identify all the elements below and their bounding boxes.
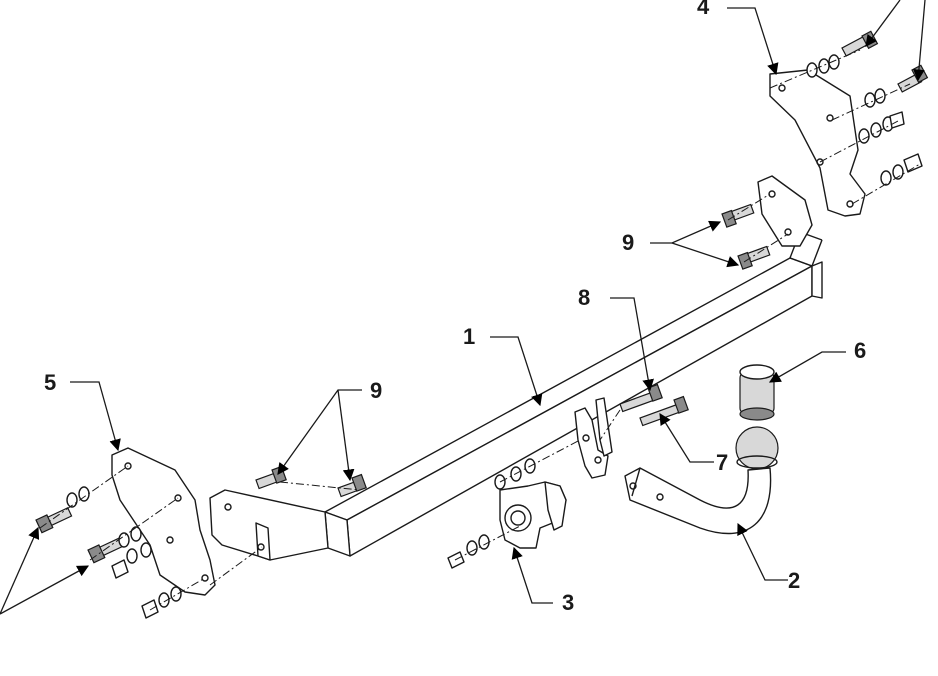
callout-3: 3 [562,590,574,615]
bolt-left-1 [35,507,73,534]
bolt-9-right-upper [721,203,755,228]
left-bracket-part-5 [111,447,216,596]
callout-6: 6 [854,338,866,363]
callout-labels: 1 2 3 4 5 6 7 8 9 9 [44,0,866,615]
fasteners [35,30,929,619]
socket-plate-part-3 [499,481,567,549]
bolt-left-2 [87,537,125,564]
right-bracket-part-4 [757,69,866,247]
callout-9-top: 9 [622,230,634,255]
callout-4: 4 [697,0,710,19]
bolt-9-left-2 [337,473,367,498]
callout-7: 7 [716,450,728,475]
washers-top [806,54,923,186]
left-side-plate [209,489,329,561]
ball-bar-part-2 [624,426,779,535]
leader-lines [0,0,926,615]
bolt-top-2 [897,64,929,93]
assembly-axis-lines [39,49,921,611]
callout-1: 1 [463,324,475,349]
ball-cap-part-6 [739,364,775,421]
bolt-9-right-lower [737,245,771,270]
callout-5: 5 [44,370,56,395]
callout-9-left: 9 [370,378,382,403]
callout-8: 8 [578,285,590,310]
callout-2: 2 [788,568,800,593]
center-bracket [574,397,613,479]
bolt-top-1 [841,30,879,57]
